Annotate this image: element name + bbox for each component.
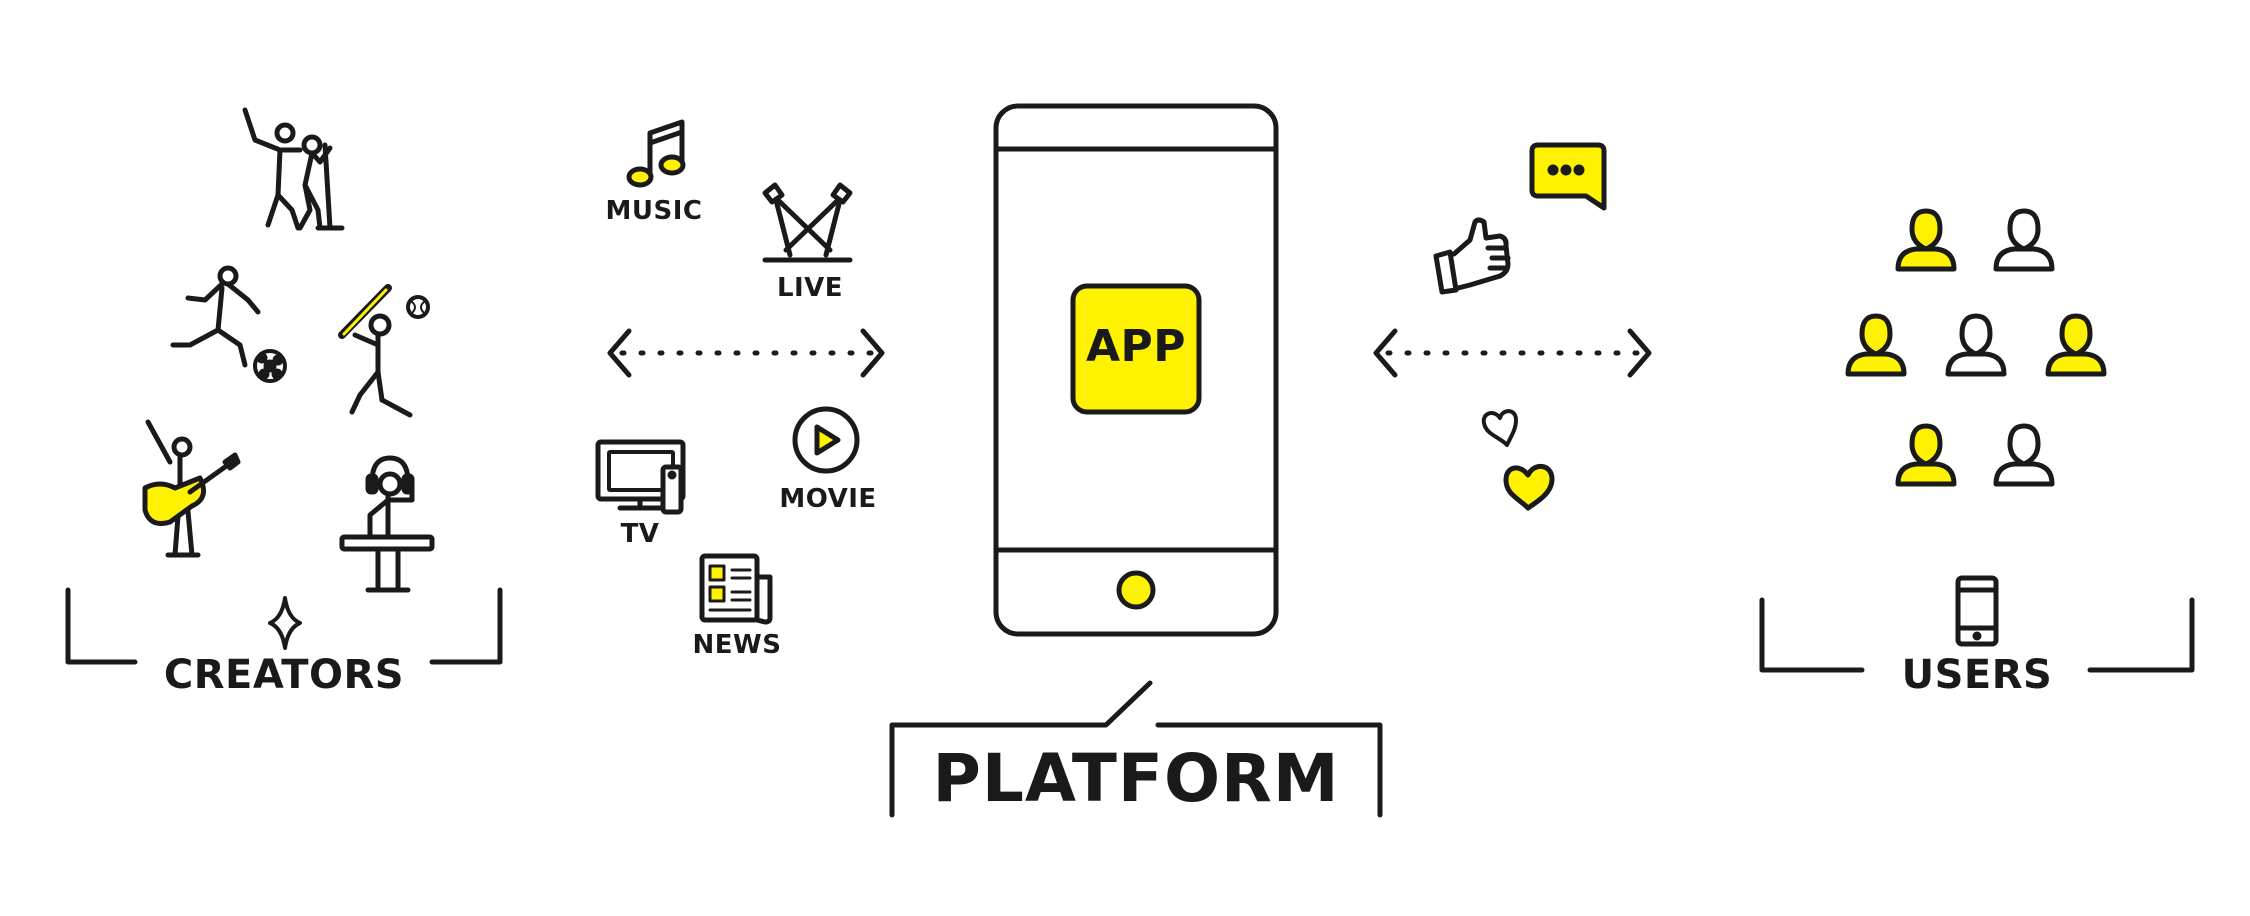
bidirectional-arrow-left	[607, 328, 885, 378]
app-label: APP	[1085, 321, 1187, 372]
content-label-music: MUSIC	[605, 196, 703, 226]
newspaper-icon	[699, 553, 773, 625]
music-note-icon	[626, 119, 686, 188]
singers-icon	[242, 107, 345, 231]
user-icon	[1945, 313, 2007, 377]
mobile-phone-icon	[1955, 575, 1999, 647]
thumbs-up-icon	[1433, 217, 1511, 295]
user-icon	[1993, 423, 2055, 487]
user-icon	[1895, 208, 1957, 272]
heart-outline-icon	[1481, 409, 1518, 447]
platform-bracket	[889, 680, 1383, 818]
chat-bubble-icon	[1529, 142, 1607, 211]
sparkle-icon	[268, 596, 302, 650]
stage-lights-icon	[762, 182, 853, 263]
creators-label: CREATORS	[163, 652, 405, 698]
user-icon	[1845, 313, 1907, 377]
smartphone-icon	[993, 103, 1279, 637]
home-button-icon[interactable]	[1116, 570, 1156, 610]
content-label-tv: TV	[620, 519, 660, 549]
content-label-movie: MOVIE	[779, 484, 877, 514]
soccer-player-icon	[170, 265, 287, 383]
heart-filled-icon	[1503, 464, 1555, 511]
app-icon[interactable]	[1070, 283, 1202, 415]
dj-icon	[339, 455, 435, 593]
creators-bracket	[65, 587, 503, 665]
bidirectional-arrow-right	[1373, 328, 1652, 378]
content-label-live: LIVE	[776, 273, 844, 303]
users-label: USERS	[1901, 652, 2053, 698]
user-icon	[2045, 313, 2107, 377]
users-bracket	[1759, 597, 2195, 673]
tv-icon	[595, 439, 686, 515]
guitarist-icon	[142, 419, 241, 558]
users-grid	[1845, 208, 2107, 487]
user-icon	[1895, 423, 1957, 487]
user-icon	[1993, 208, 2055, 272]
baseball-batter-icon	[338, 284, 430, 418]
platform-label: PLATFORM	[932, 740, 1340, 817]
play-circle-icon	[792, 406, 860, 474]
content-label-news: NEWS	[692, 630, 782, 660]
